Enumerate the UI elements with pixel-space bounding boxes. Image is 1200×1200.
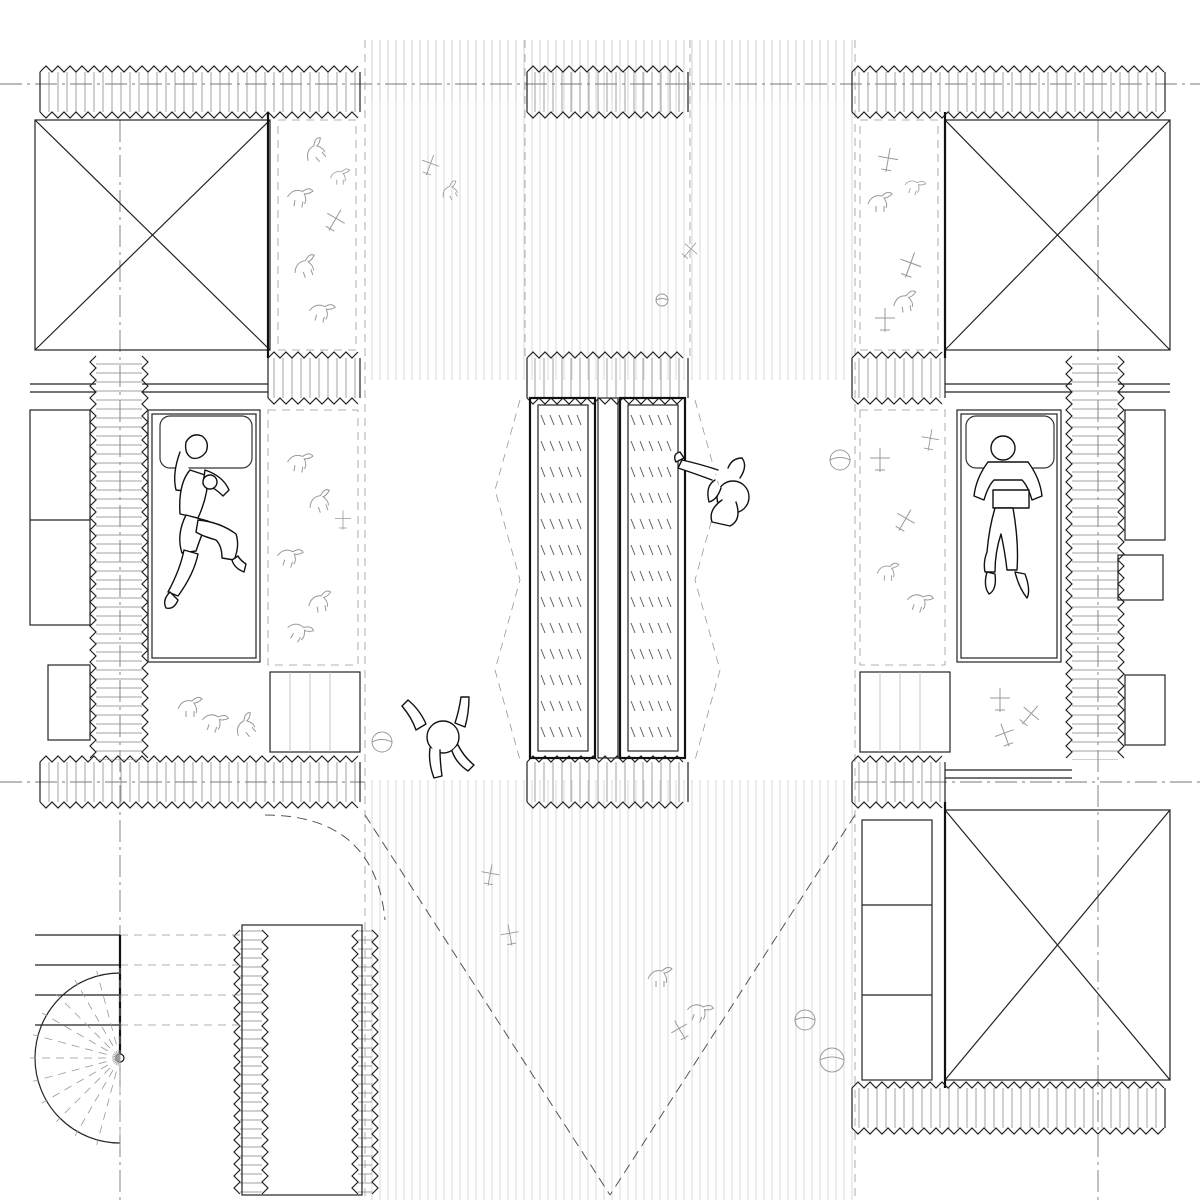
stair-hall	[34, 924, 363, 1196]
reading-child	[973, 435, 1043, 599]
airplane-icon	[994, 723, 1014, 747]
wall-vert-right	[1065, 355, 1125, 760]
sleeping-girl	[163, 434, 247, 610]
dinosaur-icon	[867, 191, 893, 212]
dinosaur-icon	[177, 696, 203, 717]
airplane-icon	[422, 154, 440, 176]
lower-diagonals	[264, 814, 856, 1196]
dinosaur-icon	[442, 180, 458, 201]
dinosaur-icon	[276, 549, 304, 568]
wall-top-right	[851, 65, 1166, 119]
toy-shelf-upper-left	[277, 119, 357, 351]
wall-bottom-right	[851, 1081, 1166, 1135]
dinosaur-icon	[904, 180, 927, 196]
dinosaur-icon	[287, 623, 315, 643]
airplane-icon	[671, 1020, 689, 1041]
bench-ticks	[540, 414, 672, 738]
wall-vert-left	[89, 355, 149, 760]
airplane-icon	[870, 448, 890, 472]
airplane-icon	[681, 242, 698, 260]
dinosaur-icon	[201, 714, 229, 733]
airplane-icon	[1019, 705, 1040, 727]
shelf-lower-right	[861, 819, 933, 1081]
toy-shelf-upper-right	[859, 119, 939, 351]
ball-icon	[371, 731, 393, 753]
wall-stair-a	[233, 929, 269, 1195]
dinosaur-icon	[287, 453, 314, 473]
dinosaur-icon	[876, 562, 900, 581]
ball-icon	[655, 293, 669, 307]
dinosaur-icon	[308, 304, 336, 323]
bunk-room-left	[29, 409, 361, 753]
reaching-child	[673, 451, 750, 527]
airplane-icon	[334, 510, 352, 530]
airplane-icon	[895, 509, 915, 532]
void-upper-right	[944, 119, 1171, 351]
wall-mid-right	[851, 351, 946, 405]
dinosaur-icon	[294, 254, 315, 278]
dinosaur-icon	[287, 188, 314, 208]
dinosaur-icon	[306, 137, 327, 163]
dinosaur-icon	[906, 594, 934, 613]
central-bench-left	[528, 396, 597, 760]
ball-icon	[794, 1009, 816, 1031]
central-spine	[597, 397, 619, 759]
wall-mid-left	[267, 351, 361, 405]
airplane-icon	[921, 429, 940, 451]
bench-hatch-outline	[494, 399, 721, 761]
dinosaur-icon	[647, 966, 673, 987]
airplane-icon	[990, 688, 1010, 712]
void-lower-right	[944, 809, 1171, 1081]
airplane-icon	[875, 308, 895, 332]
airplane-icon	[878, 148, 899, 172]
airplane-icon	[500, 924, 519, 946]
dinosaur-icon	[308, 590, 332, 613]
ball-icon	[829, 449, 851, 471]
wall-low-left	[39, 755, 361, 809]
wall-top-center	[526, 65, 689, 119]
airplane-icon	[325, 209, 345, 232]
walking-child	[401, 696, 475, 779]
central-bench-right	[618, 396, 687, 760]
dinosaur-icon	[309, 489, 330, 513]
dinosaur-icon	[686, 1004, 714, 1023]
airplane-icon	[900, 252, 922, 278]
dinosaur-icon	[330, 168, 351, 185]
stair-rays	[30, 968, 121, 1148]
wall-low-center	[526, 755, 689, 809]
wall-mid-center	[526, 351, 689, 405]
toys	[177, 137, 1040, 1073]
walls	[30, 65, 1170, 1195]
corridor-floor	[365, 40, 855, 1200]
airplane-icon	[481, 864, 500, 886]
wall-low-right-a	[851, 755, 946, 809]
dinosaur-icon	[893, 290, 917, 313]
void-upper-left	[34, 119, 271, 351]
ball-icon	[819, 1047, 845, 1073]
dinosaur-icon	[236, 712, 257, 738]
wall-top-left	[39, 65, 361, 119]
